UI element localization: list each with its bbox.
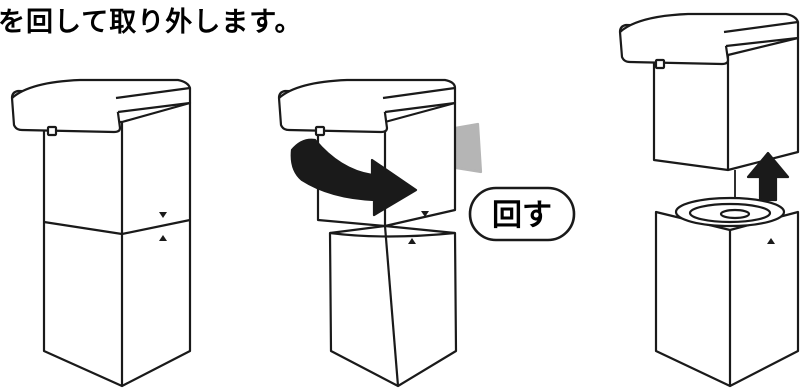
alignment-mark-icon bbox=[408, 238, 416, 244]
lift-arrow-icon bbox=[746, 151, 790, 202]
nozzle bbox=[46, 125, 58, 137]
alignment-mark-icon bbox=[159, 212, 167, 218]
dispenser-lower-body bbox=[654, 210, 800, 388]
seam-line bbox=[43, 218, 191, 236]
dispenser-lower-body bbox=[328, 224, 458, 388]
step-2-dispenser-rotating bbox=[277, 78, 483, 388]
instruction-title: を回して取り外します。 bbox=[0, 7, 303, 38]
alignment-mark-icon bbox=[767, 238, 775, 244]
rotate-callout-label: 回す bbox=[492, 198, 552, 233]
alignment-mark-icon bbox=[159, 235, 167, 241]
step-1-dispenser-assembled bbox=[10, 78, 192, 388]
step-3-dispenser-separated bbox=[618, 12, 800, 388]
dispenser-body bbox=[42, 101, 192, 388]
alignment-mark-icon bbox=[421, 211, 429, 217]
rotate-callout bbox=[468, 186, 576, 242]
rotate-arrow-icon bbox=[290, 138, 418, 217]
back-arrow bbox=[453, 122, 483, 174]
